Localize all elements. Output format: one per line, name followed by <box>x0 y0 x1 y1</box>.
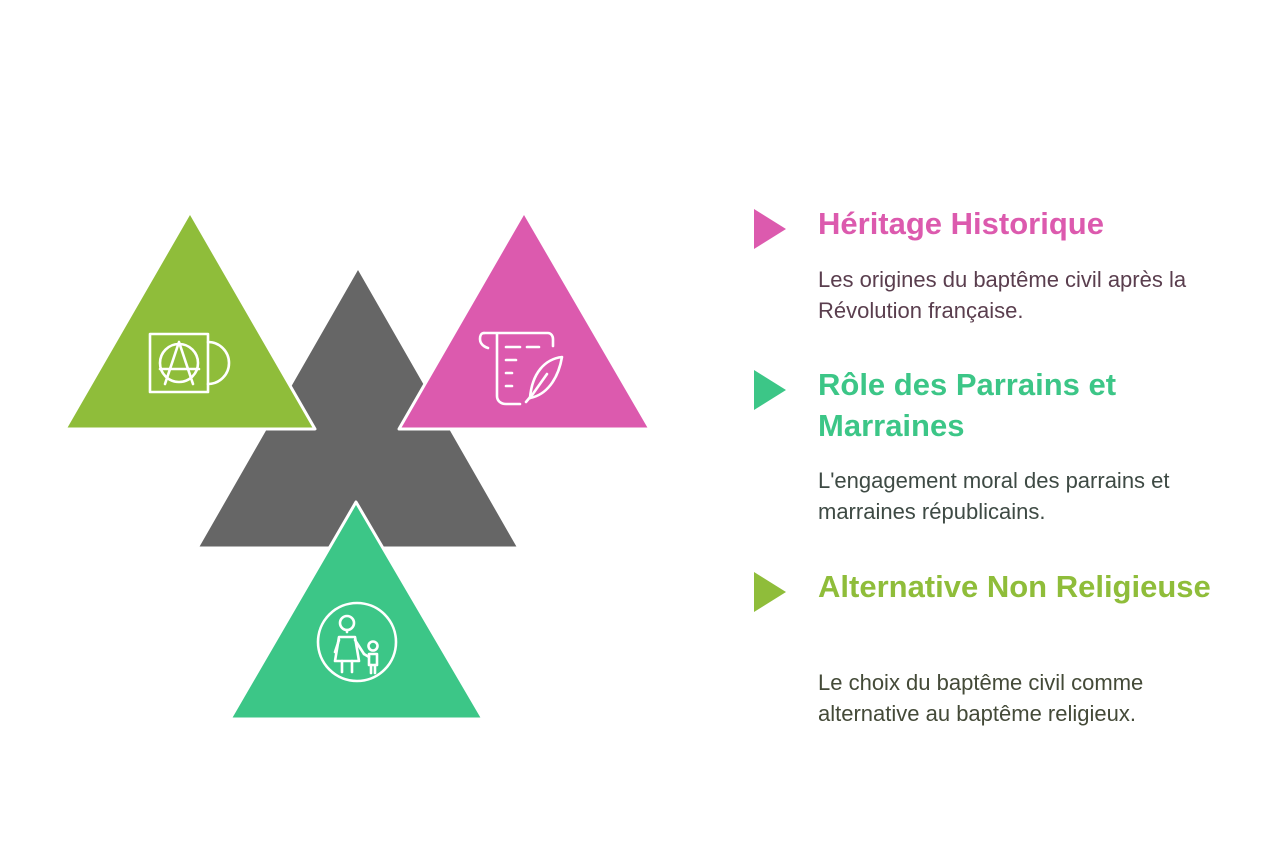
item-title: Rôle des Parrains et Marraines <box>818 367 1117 443</box>
item-title: Alternative Non Religieuse <box>818 569 1211 604</box>
play-marker-icon <box>754 370 786 410</box>
triangle-godparents-bottom <box>228 500 485 721</box>
play-marker-icon <box>754 209 786 249</box>
scroll-quill-icon <box>478 331 564 406</box>
play-marker-icon <box>754 572 786 612</box>
parent-child-icon <box>316 601 398 683</box>
triangle-heritage-left <box>63 210 317 431</box>
item-description: L'engagement moral des parrains et marra… <box>818 468 1170 524</box>
item-title: Héritage Historique <box>818 206 1104 241</box>
triangle-heritage-right <box>397 210 652 431</box>
triangle-diagram <box>63 210 652 721</box>
item-description: Les origines du baptême civil après la R… <box>818 267 1187 323</box>
anarchy-record-icon <box>148 332 231 394</box>
item-description: Le choix du baptême civil comme alternat… <box>818 670 1144 726</box>
